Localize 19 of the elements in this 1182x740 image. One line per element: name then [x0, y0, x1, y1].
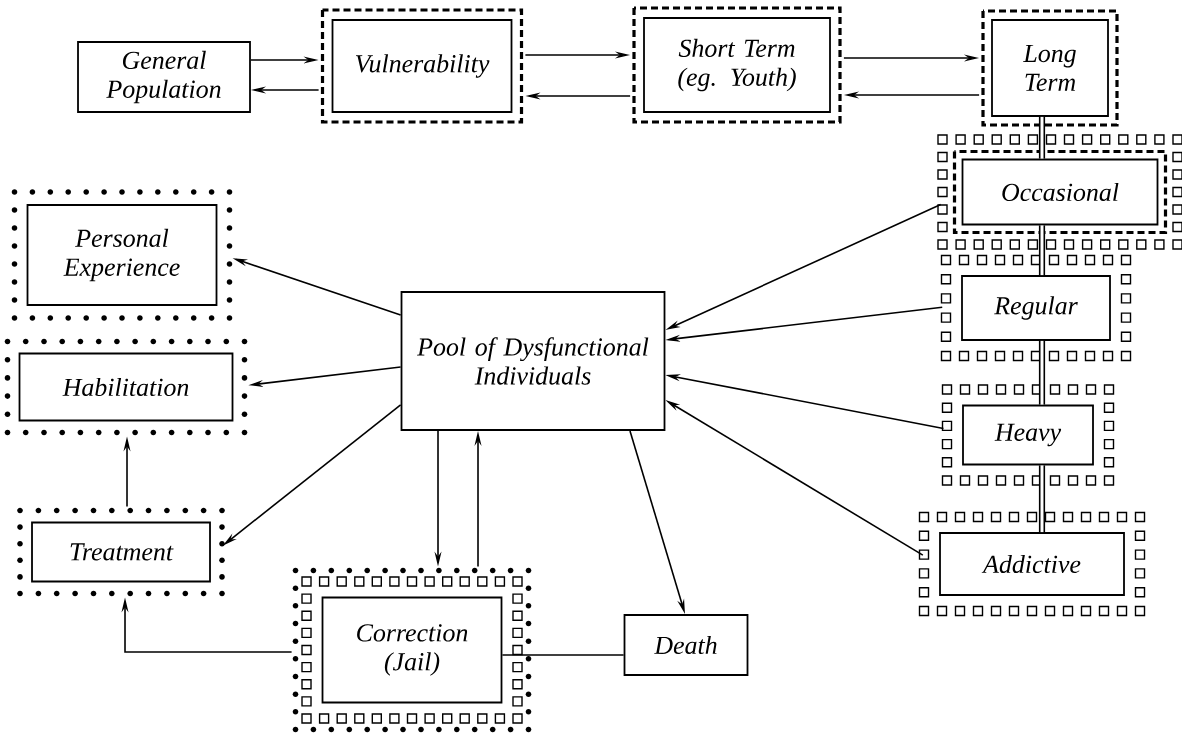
- process-box: Regular: [961, 275, 1111, 341]
- process-box: Addictive: [939, 532, 1125, 596]
- process-box: Long Term: [991, 19, 1109, 117]
- process-box: Occasional: [961, 158, 1159, 226]
- process-box: Death: [623, 614, 749, 676]
- process-box: Treatment: [31, 521, 211, 583]
- process-box: Habilitation: [18, 352, 234, 422]
- connector-line: [1038, 340, 1046, 405]
- process-box: Short Term (eg. Youth): [643, 17, 831, 113]
- process-box: General Population: [77, 41, 251, 113]
- connector-line: [1038, 225, 1046, 276]
- connector-line: [1038, 465, 1046, 533]
- process-box: Pool of Dysfunctional Individuals: [400, 291, 666, 431]
- connector-line: [501, 654, 625, 656]
- connector-line: [1038, 116, 1046, 159]
- process-box: Vulnerability: [331, 19, 513, 113]
- process-box: Correction (Jail): [321, 596, 503, 704]
- process-box: Personal Experience: [26, 204, 218, 306]
- process-box: Heavy: [962, 404, 1094, 466]
